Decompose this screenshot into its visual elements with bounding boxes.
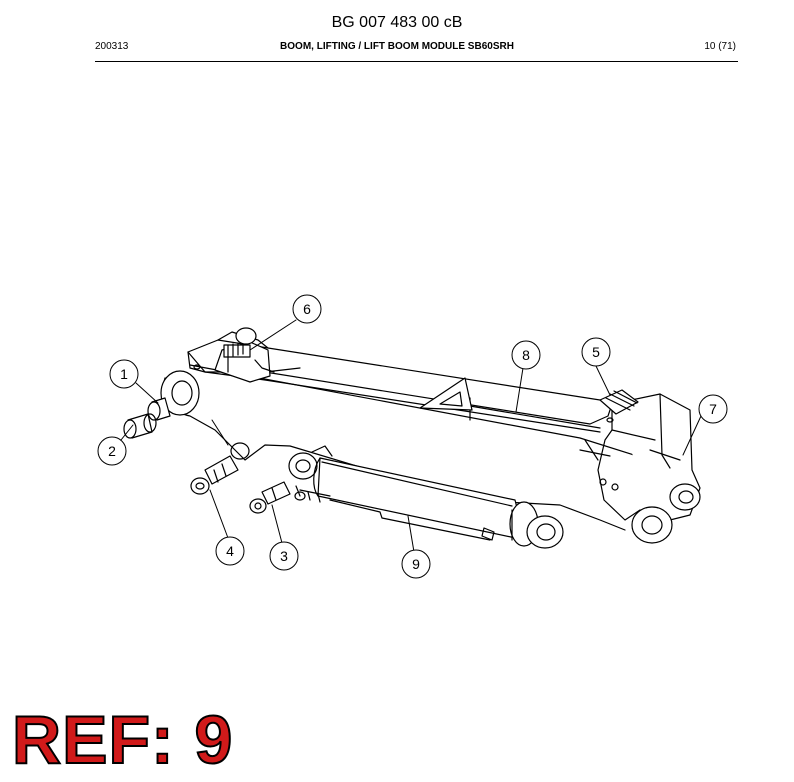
callout-5: 5 bbox=[581, 337, 611, 367]
page-title: BOOM, LIFTING / LIFT BOOM MODULE SB60SRH bbox=[280, 41, 514, 52]
svg-text:4: 4 bbox=[226, 543, 234, 559]
svg-text:9: 9 bbox=[412, 556, 420, 572]
header-rule bbox=[95, 61, 738, 62]
callout-4: 4 bbox=[215, 536, 245, 566]
page-number: 10 (71) bbox=[704, 41, 736, 52]
svg-text:5: 5 bbox=[592, 344, 600, 360]
part-5-hose-clamp bbox=[599, 389, 639, 415]
lift-boom-body bbox=[160, 331, 701, 544]
callout-2: 2 bbox=[97, 436, 127, 466]
svg-text:2: 2 bbox=[108, 443, 116, 459]
callout-1: 1 bbox=[109, 359, 139, 389]
callout-9: 9 bbox=[401, 549, 431, 579]
date-code: 200313 bbox=[95, 41, 129, 52]
svg-text:3: 3 bbox=[280, 548, 288, 564]
svg-text:8: 8 bbox=[522, 347, 530, 363]
callout-3: 3 bbox=[269, 541, 299, 571]
callout-7: 7 bbox=[698, 394, 728, 424]
leader-lines bbox=[120, 319, 702, 553]
part-6-hose-bracket bbox=[214, 327, 275, 383]
part-1-pin bbox=[147, 397, 171, 421]
svg-text:1: 1 bbox=[120, 366, 128, 382]
callouts: 1 2 3 4 5 6 7 8 bbox=[97, 294, 728, 579]
part-4-pin bbox=[190, 455, 239, 495]
part-3-pin bbox=[249, 481, 306, 514]
document-number: BG 007 483 00 cB bbox=[331, 14, 463, 31]
svg-text:7: 7 bbox=[709, 401, 717, 417]
svg-text:6: 6 bbox=[303, 301, 311, 317]
ref-label: REF: 9 bbox=[11, 702, 234, 778]
callout-8: 8 bbox=[511, 340, 541, 370]
callout-6: 6 bbox=[292, 294, 322, 324]
part-9-lift-cylinder bbox=[288, 445, 564, 549]
